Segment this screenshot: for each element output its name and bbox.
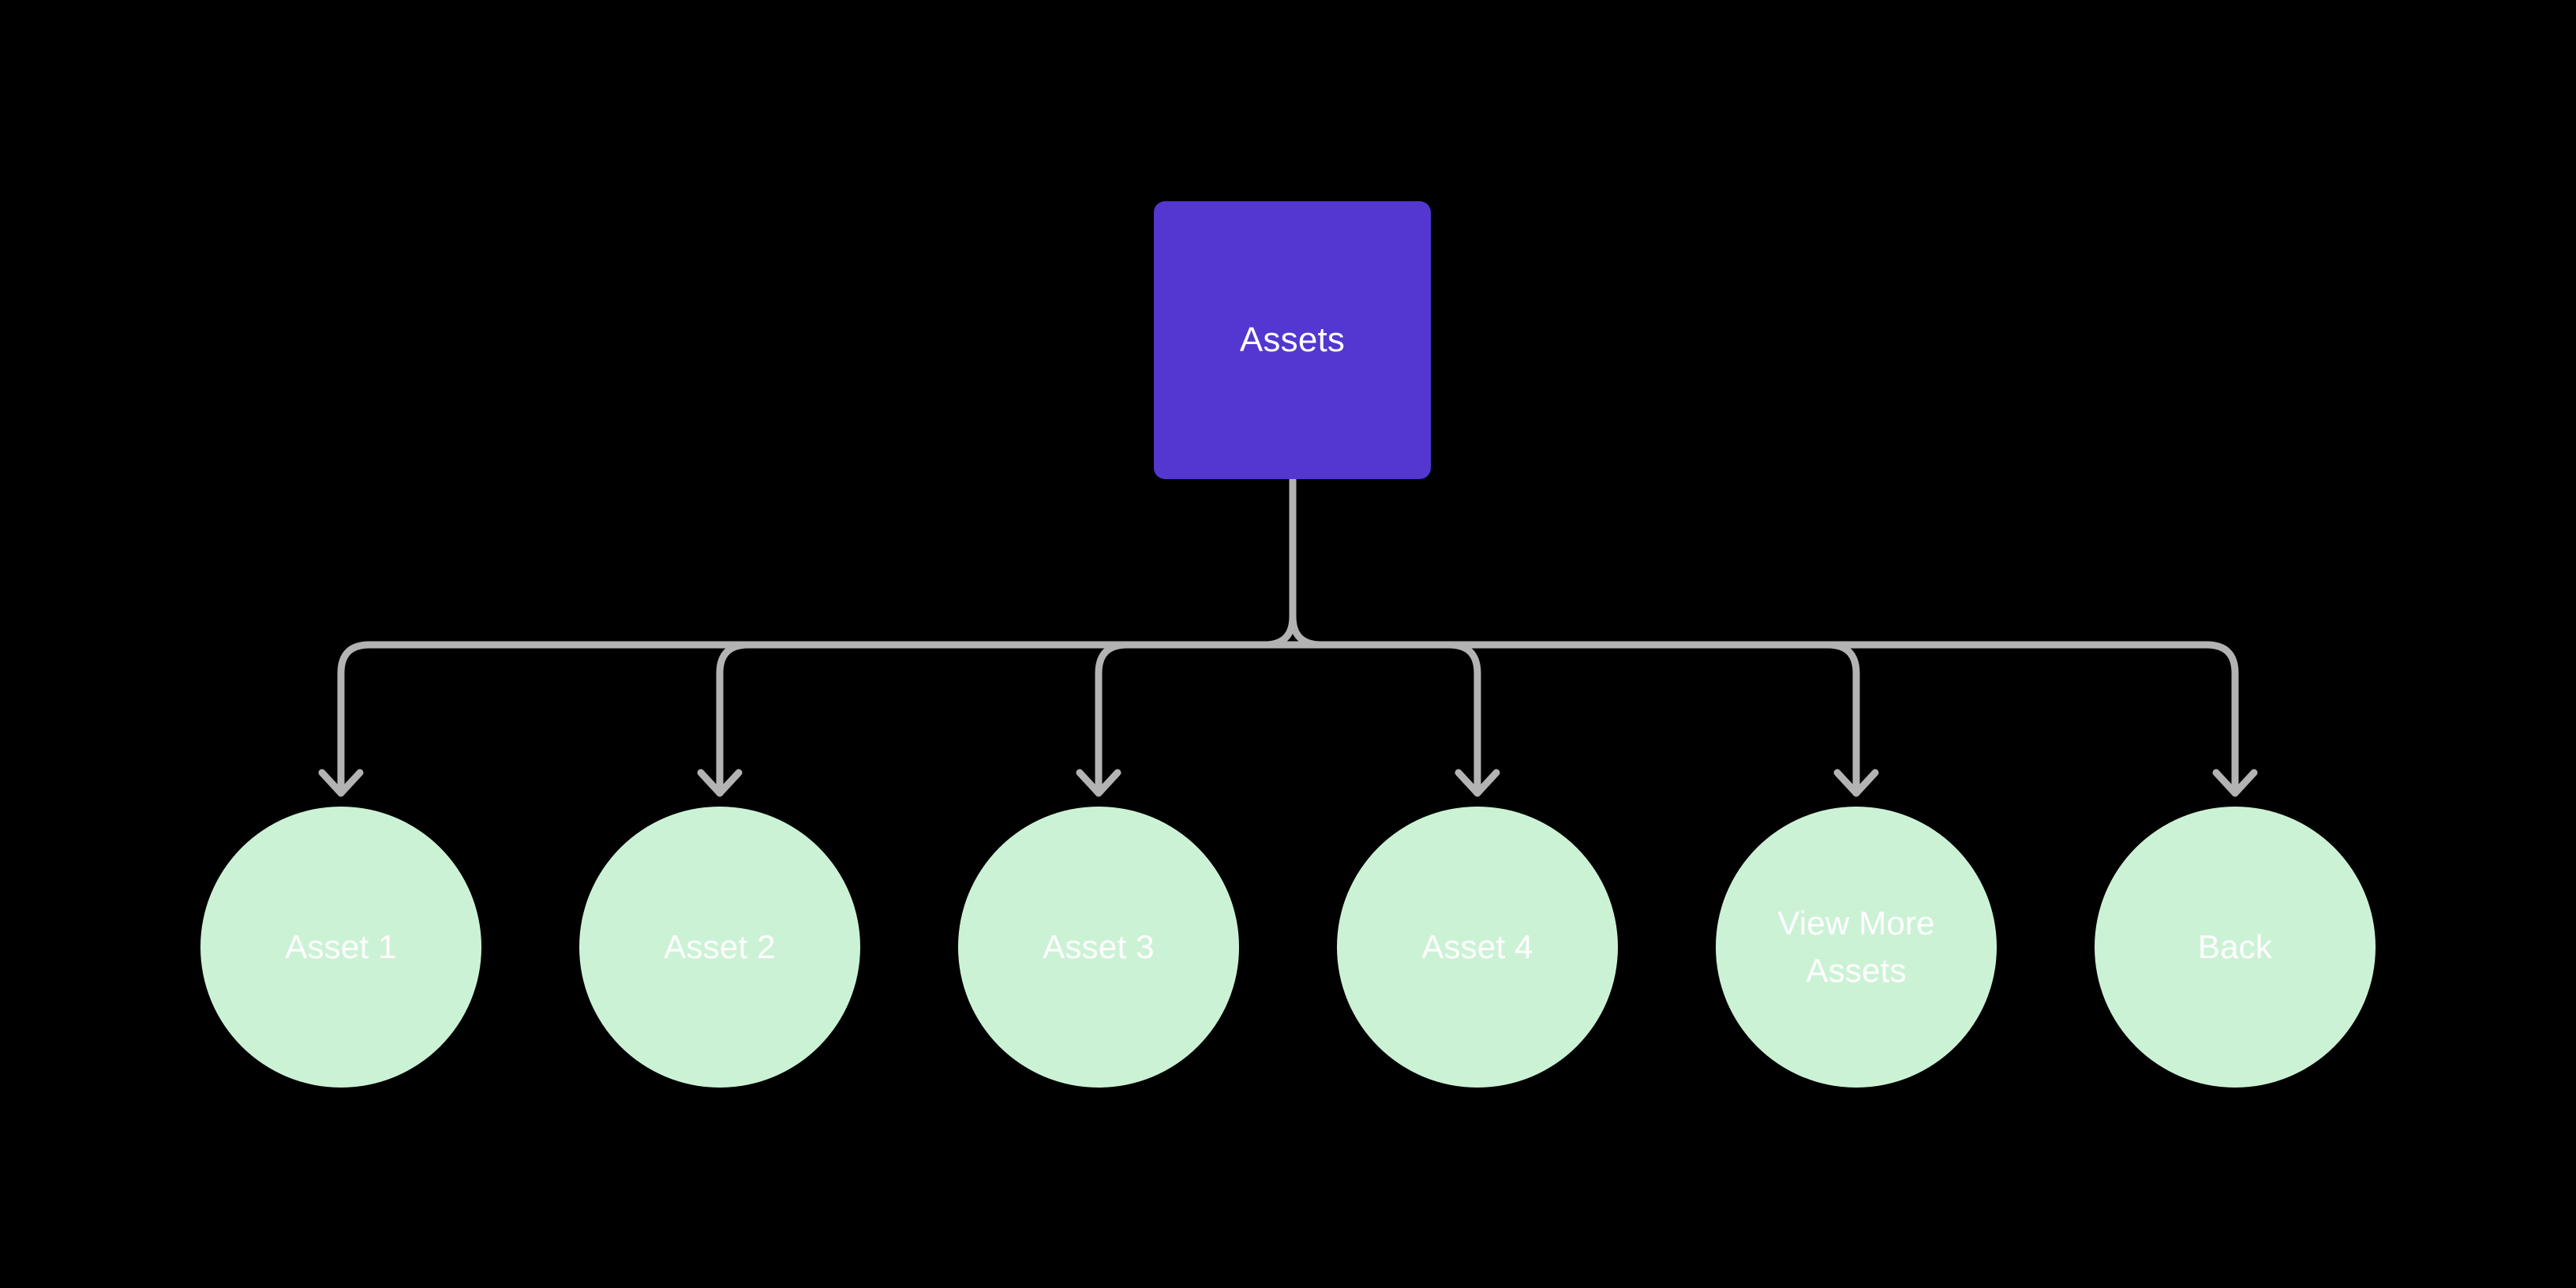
edge-branch-4	[1445, 641, 1481, 797]
node-leaf[interactable]: Back	[2095, 807, 2376, 1088]
edge-branch-2	[716, 641, 752, 797]
arrowhead-icon	[697, 769, 743, 797]
node-assets[interactable]: Assets	[1154, 201, 1431, 479]
node-leaf[interactable]: Asset 3	[958, 807, 1239, 1088]
node-leaf[interactable]: Asset 4	[1337, 807, 1618, 1088]
edge-branch-3	[1095, 641, 1131, 797]
node-leaf[interactable]: Asset 2	[579, 807, 860, 1088]
node-leaf[interactable]: View More Assets	[1716, 807, 1997, 1088]
edge-branch-5	[1824, 641, 1860, 797]
arrowhead-icon	[1455, 769, 1500, 797]
edge-trunk-junction	[1260, 612, 1325, 649]
edge-branch-1	[337, 641, 373, 797]
arrowhead-icon	[1076, 769, 1121, 797]
node-leaf[interactable]: Asset 1	[200, 807, 481, 1088]
arrowhead-icon	[2212, 769, 2258, 797]
arrowhead-icon	[318, 769, 364, 797]
edge-branch-6	[2203, 641, 2239, 797]
arrowhead-icon	[1833, 769, 1879, 797]
